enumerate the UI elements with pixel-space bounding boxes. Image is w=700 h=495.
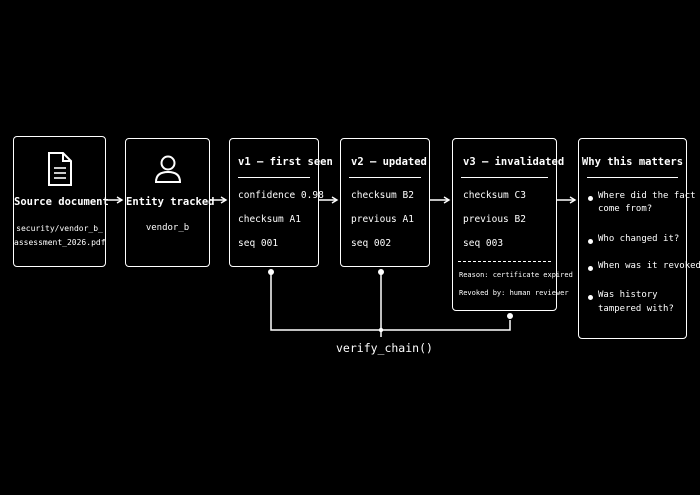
why-item-4-line-1: Was history — [598, 290, 658, 300]
v1-title: v1 — first seen — [238, 156, 333, 168]
v1-line-3: seq 001 — [238, 238, 279, 249]
v2-line-2: previous A1 — [351, 214, 414, 225]
v3-title: v3 — invalidated — [463, 156, 565, 168]
source-path-line1: security/vendor_b_ — [16, 224, 103, 233]
why-item-1-line-2: come from? — [598, 204, 653, 214]
source-document-title: Source document — [14, 196, 109, 208]
v1-line-2: checksum A1 — [238, 214, 301, 225]
document-icon — [48, 152, 72, 186]
why-item-4-line-2: tampered with? — [598, 304, 674, 314]
v3-line-2: previous B2 — [463, 214, 526, 225]
v2-line-3: seq 002 — [351, 238, 392, 249]
v3-revoked-by: Revoked by: human reviewer — [459, 289, 569, 297]
why-item-1-line-1: Where did the fact — [598, 191, 696, 201]
verify-chain-dot-v3 — [507, 313, 513, 319]
why-bullet-1 — [588, 196, 593, 201]
v3-divider — [461, 177, 548, 178]
v2-title: v2 — updated — [351, 156, 427, 168]
why-bullet-3 — [588, 266, 593, 271]
v2-divider — [349, 177, 421, 178]
v1-line-1: confidence 0.98 — [238, 190, 324, 201]
v3-dashed-divider — [458, 261, 551, 262]
entity-name: vendor_b — [145, 223, 190, 233]
verify-chain-dot-v2 — [378, 269, 384, 275]
v1-divider — [238, 177, 310, 178]
source-path-line2: assessment_2026.pdf — [14, 238, 106, 247]
why-bullet-2 — [588, 239, 593, 244]
v3-reason: Reason: certificate expired — [459, 271, 573, 279]
source-document-box: Source document security/vendor_b_ asses… — [13, 136, 109, 267]
version-v2-box: v2 — updated checksum B2 previous A1 seq… — [340, 138, 430, 267]
entity-tracked-box: Entity tracked vendor_b — [125, 138, 215, 267]
why-divider — [587, 177, 678, 178]
person-icon — [154, 155, 182, 183]
why-this-matters-box: Why this matters Where did the fact come… — [578, 138, 700, 339]
why-item-3: When was it revoked? — [598, 261, 700, 271]
why-title: Why this matters — [581, 156, 684, 168]
version-v3-box: v3 — invalidated checksum C3 previous B2… — [452, 138, 573, 311]
verify-chain-label: verify_chain() — [336, 341, 433, 355]
v3-line-1: checksum C3 — [463, 190, 526, 201]
version-v1-box: v1 — first seen confidence 0.98 checksum… — [229, 138, 333, 267]
verify-chain-dot-v1 — [268, 269, 274, 275]
v3-line-3: seq 003 — [463, 238, 504, 249]
verify-chain-junction — [378, 327, 384, 333]
v2-line-1: checksum B2 — [351, 190, 414, 201]
why-item-2: Who changed it? — [598, 234, 680, 244]
why-bullet-4 — [588, 295, 593, 300]
entity-tracked-title: Entity tracked — [126, 196, 215, 208]
